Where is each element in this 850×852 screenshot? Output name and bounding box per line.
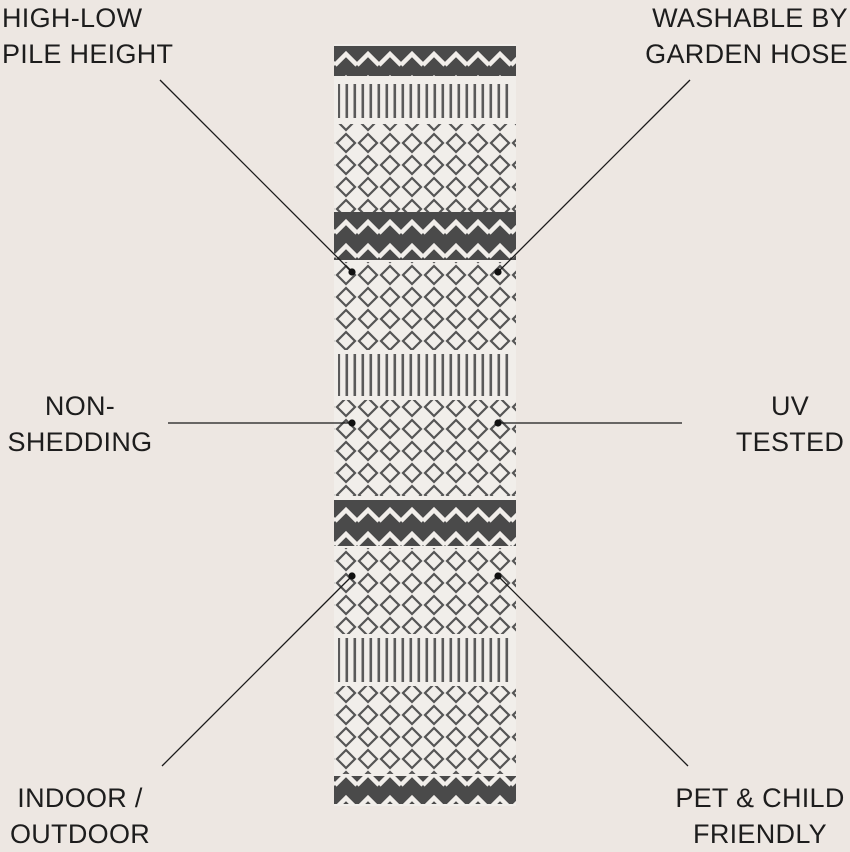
callout-line-bottom-left <box>161 575 353 767</box>
callout-dot <box>348 572 356 580</box>
feature-label-line: PILE HEIGHT <box>2 39 174 69</box>
callout-dot <box>494 268 502 276</box>
callout-lines <box>159 79 691 767</box>
feature-label-line: HIGH-LOW <box>2 3 143 33</box>
feature-label-line: WASHABLE BY <box>652 3 848 33</box>
rug-band-diamonds <box>334 548 516 634</box>
callout-dot <box>348 419 356 427</box>
feature-label-line: OUTDOOR <box>9 819 151 849</box>
feature-label-non-shedding: NON- SHEDDING <box>0 388 160 460</box>
rug-band-stripes <box>338 84 512 118</box>
runner-rug <box>334 44 516 806</box>
callout-line-top-right <box>497 79 691 273</box>
feature-label-line: UV <box>770 391 810 421</box>
rug-band-zigzag <box>334 46 516 76</box>
feature-label-pile-height: HIGH-LOW PILE HEIGHT <box>2 0 173 72</box>
rug-band-zigzag <box>334 500 516 546</box>
callout-dot <box>494 572 502 580</box>
rug-band-diamonds <box>334 124 516 212</box>
feature-label-line: FRIENDLY <box>693 819 827 849</box>
feature-label-pet-child-friendly: PET & CHILD FRIENDLY <box>670 780 850 852</box>
rug-band-stripes <box>338 354 512 396</box>
feature-label-line: PET & CHILD <box>675 783 845 813</box>
callout-line-bottom-right <box>497 575 689 767</box>
feature-label-line: GARDEN HOSE <box>645 39 848 69</box>
feature-label-line: NON- <box>44 391 116 421</box>
feature-label-washable: WASHABLE BY GARDEN HOSE <box>645 0 848 72</box>
rug-band-zigzag <box>334 776 516 804</box>
rug-band-diamonds <box>334 262 516 350</box>
callout-dots <box>348 268 502 580</box>
feature-label-line: INDOOR / <box>17 783 143 813</box>
feature-label-uv-tested: UV TESTED <box>730 388 850 460</box>
rug-band-diamonds <box>334 686 516 774</box>
callout-dot <box>348 268 356 276</box>
callout-dot <box>494 419 502 427</box>
rug-band-zigzag <box>334 212 516 260</box>
feature-label-line: TESTED <box>735 427 845 457</box>
feature-label-line: SHEDDING <box>7 427 153 457</box>
rug-band-stripes <box>338 638 512 682</box>
feature-label-indoor-outdoor: INDOOR / OUTDOOR <box>0 780 160 852</box>
callout-line-top-left <box>159 79 353 273</box>
rug-band-diamonds <box>334 400 516 496</box>
